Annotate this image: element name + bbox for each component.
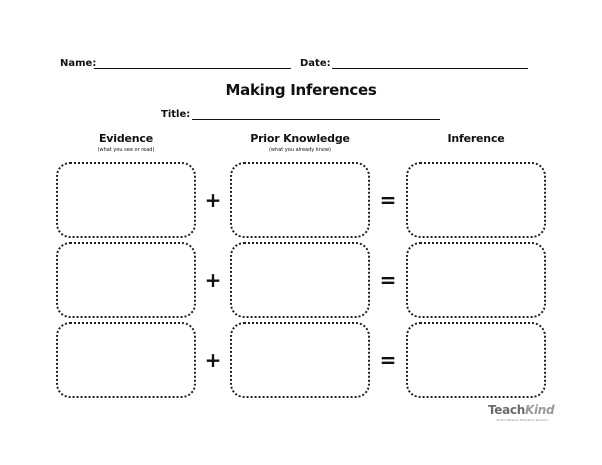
logo-text-teach: Teach bbox=[488, 403, 525, 417]
evidence-box-1[interactable] bbox=[56, 162, 196, 238]
title-line bbox=[192, 119, 440, 120]
inference-box-3[interactable] bbox=[406, 322, 546, 398]
column-heading-inference: Inference bbox=[447, 132, 505, 145]
logo-tagline: All Pro Network Education Division bbox=[496, 418, 548, 422]
equals-sign-3: = bbox=[379, 348, 397, 372]
plus-sign-1: + bbox=[204, 188, 222, 212]
column-heading-prior-knowledge: Prior Knowledge bbox=[250, 132, 350, 145]
equals-sign-1: = bbox=[379, 188, 397, 212]
column-subheading-prior-knowledge: (what you already know) bbox=[268, 147, 332, 153]
prior-knowledge-box-3[interactable] bbox=[230, 322, 370, 398]
prior-knowledge-box-2[interactable] bbox=[230, 242, 370, 318]
plus-sign-3: + bbox=[204, 348, 222, 372]
page-title: Making Inferences bbox=[225, 81, 377, 99]
column-subheading-evidence: (what you see or read) bbox=[97, 147, 155, 153]
teachkind-logo: TeachKind bbox=[488, 403, 555, 417]
logo-text-kind: Kind bbox=[525, 403, 555, 417]
evidence-box-2[interactable] bbox=[56, 242, 196, 318]
inference-box-1[interactable] bbox=[406, 162, 546, 238]
inference-box-2[interactable] bbox=[406, 242, 546, 318]
date-label: Date: bbox=[300, 58, 331, 69]
title-label: Title: bbox=[161, 109, 191, 120]
evidence-box-3[interactable] bbox=[56, 322, 196, 398]
name-line bbox=[94, 68, 291, 69]
column-heading-evidence: Evidence bbox=[98, 132, 153, 145]
name-label: Name: bbox=[60, 58, 97, 69]
prior-knowledge-box-1[interactable] bbox=[230, 162, 370, 238]
plus-sign-2: + bbox=[204, 268, 222, 292]
equals-sign-2: = bbox=[379, 268, 397, 292]
date-line bbox=[332, 68, 528, 69]
